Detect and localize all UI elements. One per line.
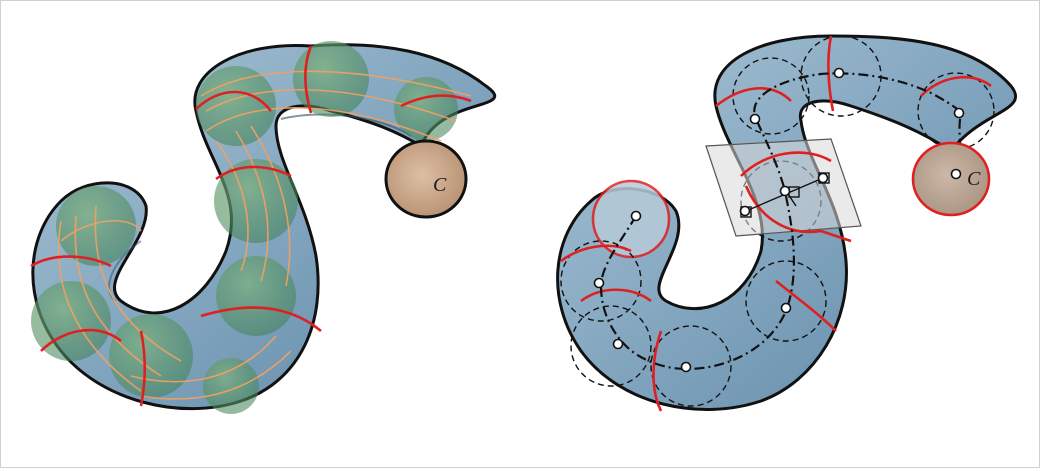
right-center-label: C <box>967 168 981 190</box>
right-panel-tube-with-axis: C <box>558 36 1016 411</box>
left-center-label: C <box>433 174 447 196</box>
left-end-cap <box>386 141 466 217</box>
left-panel-swept-sphere-tube: C <box>31 41 495 414</box>
